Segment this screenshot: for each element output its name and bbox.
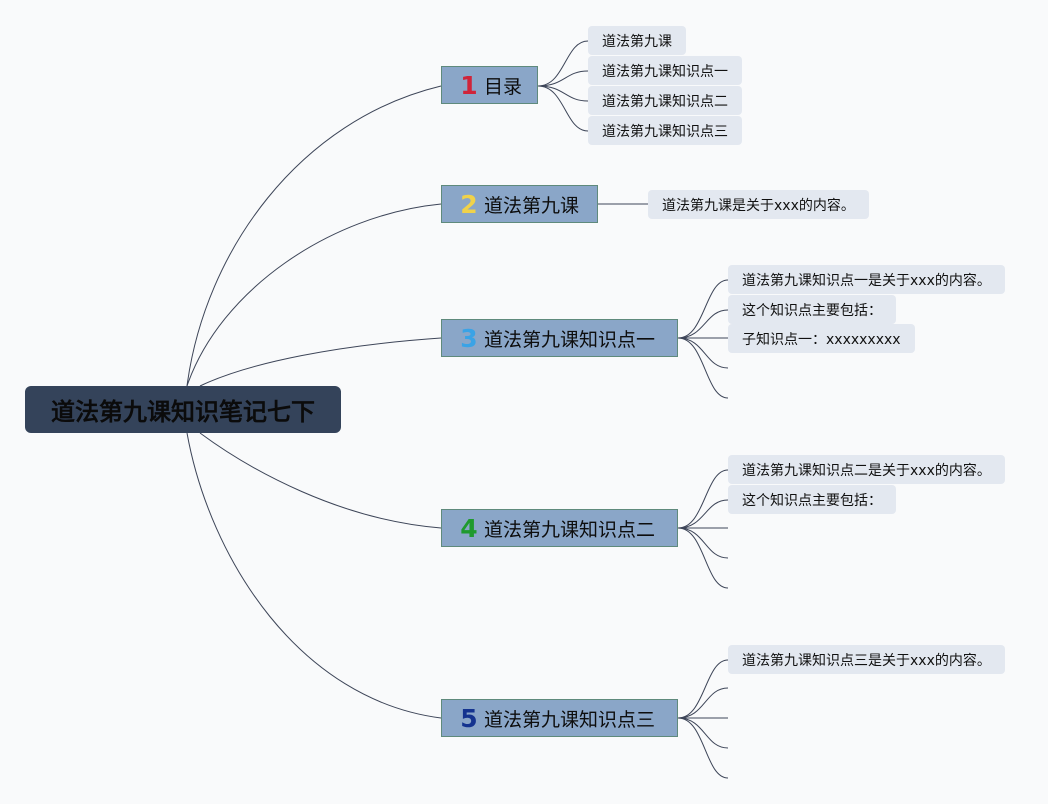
- branch-label: 道法第九课知识点一: [484, 328, 656, 351]
- connector-b5-empty-1: [677, 687, 729, 719]
- connector-b3-leaf-2: [677, 309, 729, 339]
- connector-root-branch-2: [186, 203, 442, 387]
- connector-b3-leaf-1: [677, 279, 729, 339]
- root-topic-title: 道法第九课知识笔记七下: [51, 398, 315, 426]
- leaf-topic[interactable]: 这个知识点主要包括：: [728, 295, 896, 324]
- leaf-topic[interactable]: 道法第九课知识点一: [588, 56, 742, 85]
- leaf-label: 道法第九课知识点一: [602, 63, 728, 80]
- leaf-label: 道法第九课知识点二是关于xxx的内容。: [742, 462, 991, 479]
- connector-b1-leaf-1: [537, 40, 589, 87]
- leaf-label: 这个知识点主要包括：: [742, 492, 882, 509]
- connector-b1-leaf-4: [537, 85, 589, 132]
- branch-label: 道法第九课知识点二: [484, 518, 656, 541]
- connector-b5-leaf-1: [677, 659, 729, 719]
- leaf-topic[interactable]: 道法第九课知识点二是关于xxx的内容。: [728, 455, 1005, 484]
- connector-b4-leaf-2: [677, 499, 729, 529]
- branch-number: 4: [460, 513, 478, 543]
- branch-topic-point-2[interactable]: 4 道法第九课知识点二: [441, 509, 678, 547]
- connector-b4-empty-3: [677, 527, 729, 589]
- root-topic[interactable]: 道法第九课知识笔记七下: [25, 386, 341, 433]
- leaf-topic[interactable]: 道法第九课知识点一是关于xxx的内容。: [728, 265, 1005, 294]
- leaf-topic[interactable]: 子知识点一：xxxxxxxxx: [728, 324, 915, 353]
- branch-number: 2: [460, 189, 478, 219]
- branch-label: 道法第九课知识点三: [484, 708, 656, 731]
- connector-b5-empty-4: [677, 717, 729, 779]
- connector-root-branch-4: [199, 432, 442, 529]
- leaf-topic[interactable]: 道法第九课知识点三: [588, 116, 742, 145]
- connector-b1-leaf-2: [537, 70, 589, 87]
- branch-topic-toc[interactable]: 1 目录: [441, 66, 538, 104]
- leaf-label: 道法第九课是关于xxx的内容。: [662, 197, 855, 214]
- branch-label: 道法第九课: [484, 194, 580, 217]
- branch-number: 1: [460, 70, 478, 100]
- connector-b4-leaf-1: [677, 469, 729, 529]
- branch-topic-lesson[interactable]: 2 道法第九课: [441, 185, 598, 223]
- connector-root-branch-5: [186, 432, 442, 719]
- leaf-label: 这个知识点主要包括：: [742, 302, 882, 319]
- leaf-label: 道法第九课知识点一是关于xxx的内容。: [742, 272, 991, 289]
- leaf-topic[interactable]: 道法第九课: [588, 26, 686, 55]
- leaf-topic[interactable]: 道法第九课知识点二: [588, 86, 742, 115]
- branch-topic-point-1[interactable]: 3 道法第九课知识点一: [441, 319, 678, 357]
- connector-b1-leaf-3: [537, 85, 589, 102]
- branch-number: 5: [460, 703, 478, 733]
- connector-b5-empty-3: [677, 717, 729, 749]
- leaf-label: 道法第九课知识点三是关于xxx的内容。: [742, 652, 991, 669]
- leaf-topic[interactable]: 道法第九课知识点三是关于xxx的内容。: [728, 645, 1005, 674]
- branch-number: 3: [460, 323, 478, 353]
- connector-root-branch-3: [199, 337, 442, 387]
- leaf-topic[interactable]: 道法第九课是关于xxx的内容。: [648, 190, 869, 219]
- leaf-label: 子知识点一：xxxxxxxxx: [742, 331, 901, 348]
- connector-b3-empty-1: [677, 337, 729, 369]
- connector-root-branch-1: [186, 85, 442, 387]
- branch-label: 目录: [484, 75, 523, 98]
- connector-b4-empty-2: [677, 527, 729, 559]
- branch-topic-point-3[interactable]: 5 道法第九课知识点三: [441, 699, 678, 737]
- leaf-topic[interactable]: 这个知识点主要包括：: [728, 485, 896, 514]
- leaf-label: 道法第九课: [602, 33, 672, 50]
- leaf-label: 道法第九课知识点二: [602, 93, 728, 110]
- leaf-label: 道法第九课知识点三: [602, 123, 728, 140]
- connector-b3-empty-2: [677, 337, 729, 399]
